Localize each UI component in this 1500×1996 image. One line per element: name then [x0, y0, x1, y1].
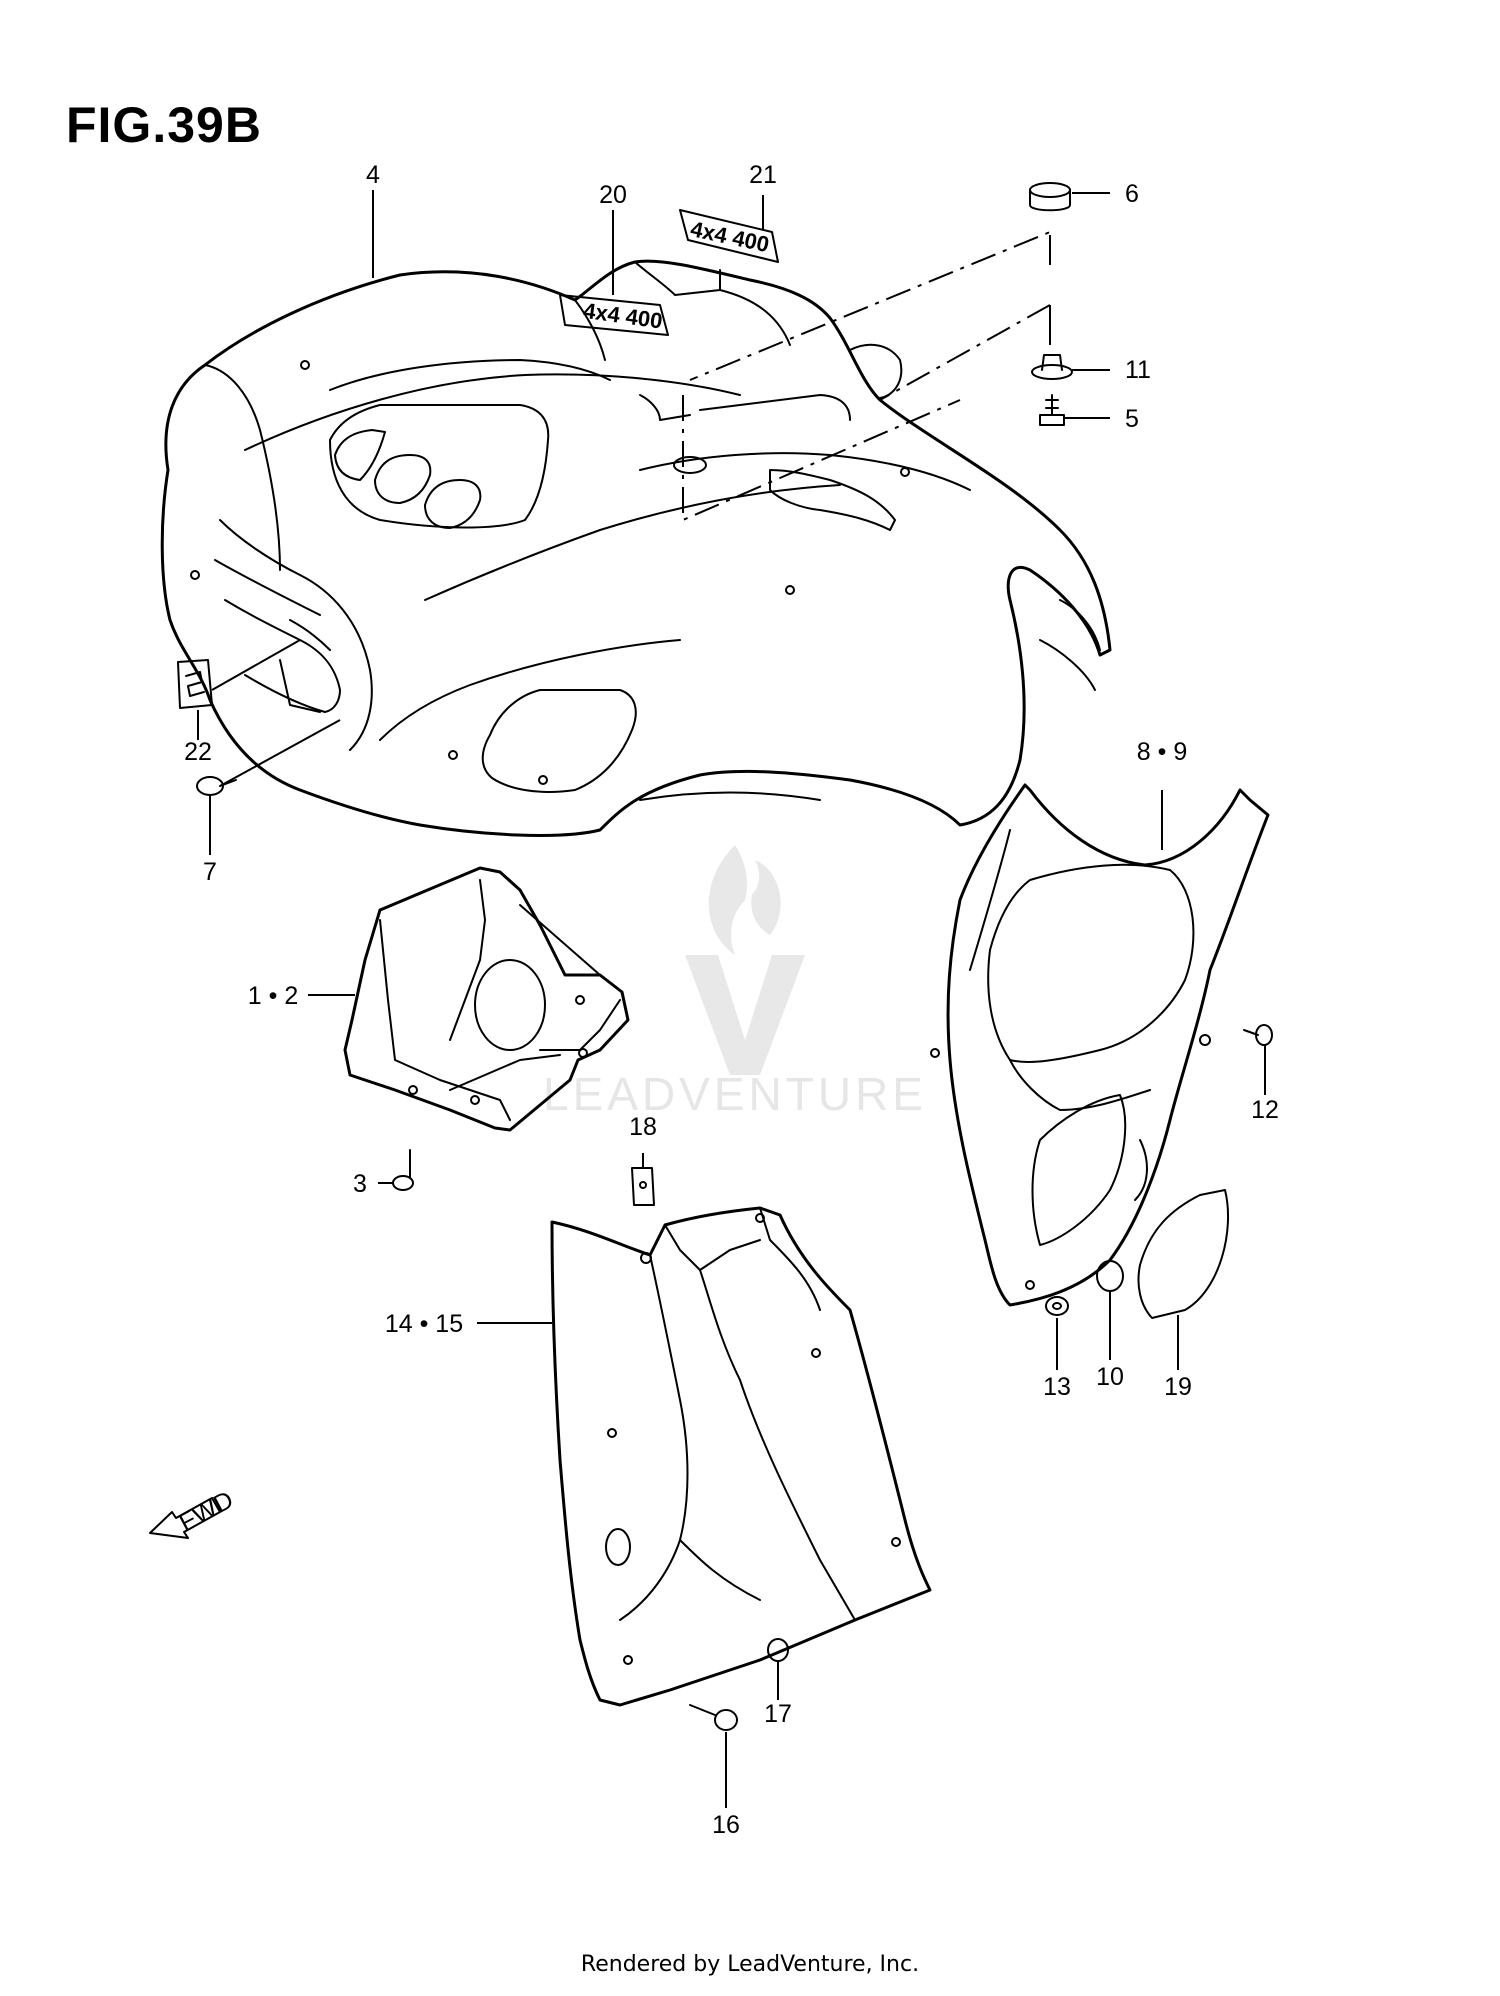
grommet-part-10[interactable] [1096, 1260, 1124, 1292]
callout-22: 22 [184, 738, 212, 766]
leader-lines [197, 190, 1266, 1808]
callout-8-9: 8 • 9 [1137, 738, 1187, 766]
callout-16: 16 [712, 1811, 740, 1839]
emblem-part-22[interactable] [177, 659, 213, 709]
washer-part-13[interactable] [1045, 1296, 1069, 1316]
figure-title: FIG.39B [66, 97, 262, 153]
clip-part-17[interactable] [767, 1638, 789, 1673]
fwd-arrow: FWD [149, 1486, 238, 1539]
callout-3: 3 [353, 1170, 367, 1198]
grommet-part-6[interactable] [1029, 182, 1071, 212]
callout-10: 10 [1096, 1363, 1124, 1391]
front-fender-part-4[interactable] [160, 259, 1112, 837]
hood-decal-part-20[interactable]: 4x4 400 [559, 294, 669, 336]
callout-5: 5 [1125, 405, 1139, 433]
callout-7: 7 [203, 858, 217, 886]
callout-11: 11 [1125, 356, 1151, 384]
footer-credit: Rendered by LeadVenture, Inc. [580, 1952, 920, 1977]
watermark-text: LEADVENTURE [543, 1068, 927, 1120]
fwd-label: FWD [175, 1486, 238, 1537]
callout-19: 19 [1164, 1373, 1192, 1401]
callout-13: 13 [1043, 1373, 1071, 1401]
mud-guard-part-14-15[interactable] [550, 1206, 932, 1707]
screw-part-3[interactable] [392, 1149, 414, 1191]
clip-part-12[interactable] [1243, 1024, 1273, 1046]
callout-21: 21 [749, 161, 777, 189]
callout-14-15: 14 • 15 [385, 1310, 463, 1338]
callout-17: 17 [764, 1700, 792, 1728]
bolt-part-5[interactable] [1039, 394, 1065, 426]
cover-part-19[interactable] [1137, 1189, 1229, 1319]
callout-12: 12 [1251, 1096, 1279, 1124]
callout-20: 20 [599, 181, 627, 209]
nut-clip-part-18[interactable] [631, 1167, 655, 1206]
callout-labels: 4 20 21 6 11 5 22 7 8 • 9 1 • 2 12 18 3 … [184, 161, 1279, 1839]
callout-6: 6 [1125, 180, 1139, 208]
callout-18: 18 [629, 1113, 657, 1141]
callout-4: 4 [366, 161, 380, 189]
watermark-logo: LEADVENTURE [543, 845, 927, 1120]
clip-part-16[interactable] [689, 1704, 738, 1731]
side-panel-part-8-9[interactable] [930, 783, 1270, 1307]
collar-part-11[interactable] [1031, 354, 1073, 380]
callout-1-2: 1 • 2 [248, 982, 298, 1010]
inner-panel-part-1-2[interactable] [343, 866, 630, 1132]
